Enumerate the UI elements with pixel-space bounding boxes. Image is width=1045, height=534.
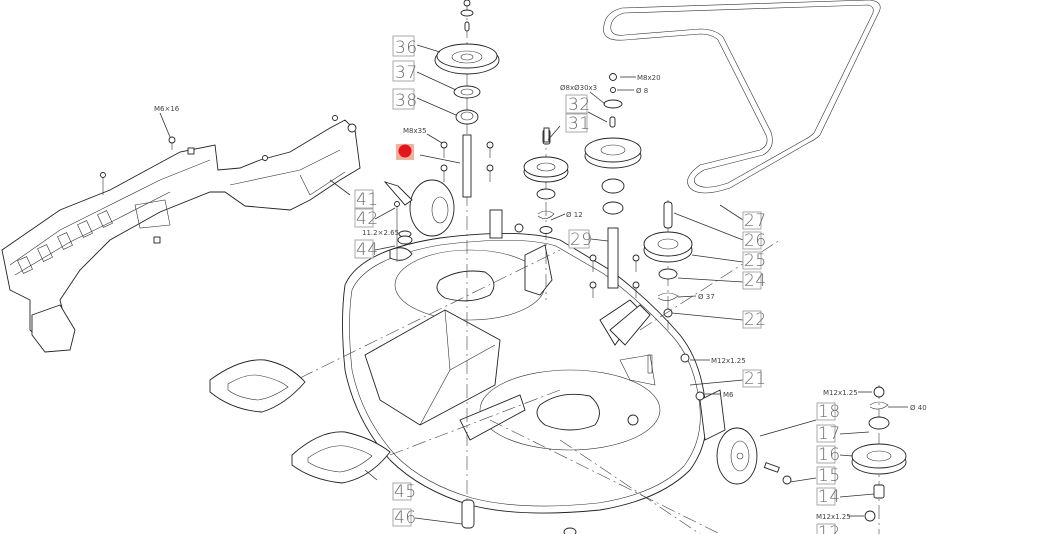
callout-18[interactable]: 18 [816, 402, 841, 422]
callout-29-label: 29 [570, 230, 593, 250]
v-belt [603, 0, 881, 194]
callout-17[interactable]: 17 [816, 424, 841, 444]
callout-15[interactable]: 15 [816, 466, 841, 486]
spec-m8x20: M8x20 [637, 74, 661, 82]
spec-d37: Ø 37 [698, 293, 715, 301]
callout-16[interactable]: 16 [816, 445, 841, 465]
callout-12[interactable]: 12 [816, 523, 841, 534]
gauge-wheel [716, 427, 792, 485]
callout-45-label: 45 [394, 482, 417, 502]
callout-44[interactable]: 44 [354, 239, 379, 260]
callout-38[interactable]: 38 [392, 88, 418, 111]
callout-46[interactable]: 46 [392, 508, 417, 528]
spec-m12-b: M12x1.25 [823, 389, 858, 397]
callout-16-label: 16 [818, 445, 841, 465]
spec-d12: Ø 12 [566, 211, 583, 219]
callout-45[interactable]: 45 [392, 482, 417, 502]
spindle-plate-upper [209, 359, 306, 413]
callout-27[interactable]: 27 [742, 211, 767, 231]
callout-36-label: 36 [395, 38, 418, 58]
callout-24-label: 24 [744, 271, 767, 291]
callout-15-label: 15 [818, 466, 841, 486]
spec-d8: Ø 8 [636, 87, 648, 95]
left-small-parts [389, 201, 413, 262]
spec-washer: Ø8xØ30x3 [560, 84, 597, 92]
callout-27-label: 27 [744, 211, 767, 231]
callout-41-label: 41 [356, 190, 379, 210]
callout-12-label: 12 [818, 523, 841, 534]
callout-37-label: 37 [395, 63, 418, 83]
callout-42-label: 42 [356, 209, 379, 229]
spec-m12-c: M12x1.25 [816, 513, 851, 521]
callout-41[interactable]: 41 [354, 189, 379, 210]
right-pulley-stack [851, 385, 907, 534]
callout-21-label: 21 [744, 369, 767, 389]
spec-11-2: 11.2×2.65 [362, 229, 399, 237]
left-spindle-stack [383, 0, 524, 520]
discharge-guard [1, 115, 361, 353]
callout-14[interactable]: 14 [816, 487, 841, 507]
callout-38-label: 38 [395, 91, 418, 111]
callout-32-label: 32 [568, 95, 591, 115]
callout-24[interactable]: 24 [742, 271, 767, 291]
callout-21[interactable]: 21 [742, 369, 767, 389]
middle-spindle-stack [523, 73, 642, 300]
spec-m6x16: M6×16 [154, 105, 180, 113]
callout-36[interactable]: 36 [392, 35, 418, 58]
callout-17-label: 17 [818, 424, 841, 444]
callout-25-label: 25 [744, 251, 767, 271]
callout-32[interactable]: 32 [565, 94, 591, 115]
spacer-tube [461, 499, 577, 534]
callout-46-label: 46 [394, 508, 417, 528]
mower-deck-shell [342, 233, 726, 514]
callout-25[interactable]: 25 [742, 251, 767, 271]
callout-31-label: 31 [568, 114, 591, 134]
callout-31[interactable]: 31 [565, 113, 591, 134]
leader-lines [159, 44, 908, 525]
hotspot-part-40[interactable] [396, 144, 414, 160]
callout-22[interactable]: 22 [742, 310, 767, 330]
callout-29[interactable]: 29 [568, 229, 593, 250]
deck-fasteners [627, 353, 705, 426]
callout-14-label: 14 [818, 487, 841, 507]
spec-m8x35: M8x35 [403, 127, 427, 135]
callout-26[interactable]: 26 [742, 231, 767, 251]
spec-d40: Ø 40 [910, 404, 927, 412]
idler-pulley-stack [609, 200, 693, 346]
callout-26-label: 26 [744, 231, 767, 251]
spec-m12-a: M12x1.25 [711, 357, 746, 365]
callout-22-label: 22 [744, 310, 767, 330]
callout-37[interactable]: 37 [392, 60, 418, 83]
spec-m6: M6 [723, 391, 734, 399]
callout-18-label: 18 [818, 402, 841, 422]
callout-42[interactable]: 42 [354, 208, 379, 229]
callout-44-label: 44 [356, 240, 379, 260]
